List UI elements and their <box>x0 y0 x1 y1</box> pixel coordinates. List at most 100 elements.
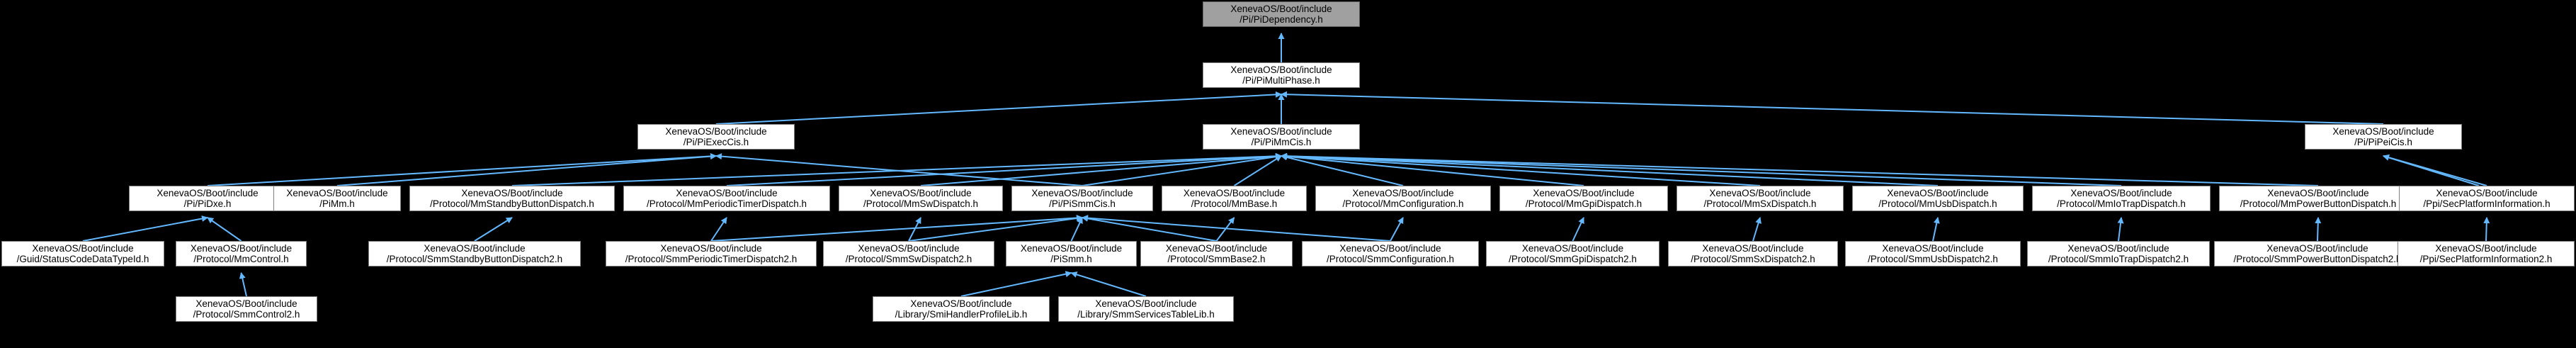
graph-node[interactable]: XenevaOS/Boot/include/Protocol/SmmUsbDis… <box>1845 241 2021 266</box>
graph-node[interactable]: XenevaOS/Boot/include/Protocol/SmmPowerB… <box>2214 241 2421 266</box>
graph-node[interactable]: XenevaOS/Boot/include/Protocol/SmmBase2.… <box>1140 241 1293 266</box>
graph-edge <box>710 215 1083 242</box>
node-label-line2: /Pi/PiDependency.h <box>1239 14 1323 25</box>
node-label-line2: /Protocol/MmIoTrapDispatch.h <box>2057 198 2186 209</box>
graph-node[interactable]: XenevaOS/Boot/include/Protocol/MmSwDispa… <box>839 186 1003 211</box>
graph-edge <box>908 215 1083 242</box>
node-label-line2: /Protocol/SmmUsbDispatch2.h <box>1868 254 1998 264</box>
graph-edge <box>1281 154 1404 186</box>
node-label-line1: XenevaOS/Boot/include <box>461 187 563 198</box>
graph-node[interactable]: XenevaOS/Boot/include/Protocol/SmmSxDisp… <box>1668 241 1838 266</box>
node-label-line1: XenevaOS/Boot/include <box>2070 187 2172 198</box>
graph-node[interactable]: XenevaOS/Boot/include/Library/SmiHandler… <box>873 296 1050 322</box>
node-label-line2: /Protocol/SmmPowerButtonDispatch2.h <box>2233 254 2402 264</box>
node-label-line2: /Protocol/SmmStandbyButtonDispatch2.h <box>386 254 563 264</box>
graph-node[interactable]: XenevaOS/Boot/include/Pi/PiMmCis.h <box>1203 124 1360 150</box>
node-label-line1: XenevaOS/Boot/include <box>1882 242 1984 254</box>
node-label-line1: XenevaOS/Boot/include <box>1352 187 1454 198</box>
graph-edge <box>1070 217 1083 242</box>
node-label-line2: /Protocol/SmmSwDispatch2.h <box>845 254 972 264</box>
node-label-line1: XenevaOS/Boot/include <box>1020 242 1123 254</box>
graph-edge <box>1281 152 2319 186</box>
node-label-line1: XenevaOS/Boot/include <box>910 298 1012 309</box>
graph-edge <box>1082 153 1282 186</box>
graph-edge <box>960 271 1072 297</box>
graph-node[interactable]: XenevaOS/Boot/include/PiSmm.h <box>1006 241 1137 266</box>
graph-edge <box>336 153 717 186</box>
node-label-line2: /Library/SmiHandlerProfileLib.h <box>895 309 1028 320</box>
graph-node[interactable]: XenevaOS/Boot/include/Protocol/MmStandby… <box>409 186 615 211</box>
graph-node[interactable]: XenevaOS/Boot/include/Protocol/MmConfigu… <box>1315 186 1491 211</box>
node-label-line2: /Protocol/MmControl.h <box>193 254 289 264</box>
graph-edge <box>207 152 717 186</box>
graph-node[interactable]: XenevaOS/Boot/include/Protocol/MmUsbDisp… <box>1852 186 2024 211</box>
node-label-line1: XenevaOS/Boot/include <box>1031 187 1133 198</box>
graph-node[interactable]: XenevaOS/Boot/include/Ppi/SecPlatformInf… <box>2399 186 2575 211</box>
graph-node[interactable]: XenevaOS/Boot/include/Pi/PiPeiCis.h <box>2305 124 2462 150</box>
node-label-line2: /PiSmm.h <box>1050 254 1092 264</box>
graph-node[interactable]: XenevaOS/Boot/include/Protocol/SmmPeriod… <box>606 241 817 266</box>
graph-edge <box>1215 217 1235 242</box>
graph-edge <box>1070 271 1147 297</box>
graph-edge <box>1281 153 1761 186</box>
graph-node[interactable]: XenevaOS/Boot/include/Protocol/SmmIoTrap… <box>2027 241 2210 266</box>
graph-edge <box>2483 217 2490 242</box>
graph-node[interactable]: XenevaOS/Boot/include/Protocol/SmmGpiDis… <box>1486 241 1659 266</box>
graph-edge <box>1390 217 1404 242</box>
graph-edge <box>1752 217 1761 242</box>
graph-node[interactable]: XenevaOS/Boot/include/Protocol/MmGpiDisp… <box>1499 186 1668 211</box>
graph-edge <box>920 153 1282 186</box>
node-label-line2: /Guid/StatusCodeDataTypeId.h <box>16 254 149 264</box>
graph-edge <box>1082 215 1217 242</box>
node-label-line1: XenevaOS/Boot/include <box>1095 298 1197 309</box>
graph-node[interactable]: XenevaOS/Boot/include/Pi/PiExecCis.h <box>637 124 795 150</box>
node-label-line2: /Protocol/SmmPeriodicTimerDispatch2.h <box>625 254 798 264</box>
graph-node[interactable]: XenevaOS/Boot/include/Protocol/MmPowerBu… <box>2219 186 2417 211</box>
graph-edge <box>1281 153 1584 186</box>
node-label-line1: XenevaOS/Boot/include <box>1183 187 1286 198</box>
node-label-line2: /Protocol/SmmBase2.h <box>1167 254 1266 264</box>
graph-node[interactable]: XenevaOS/Boot/include/Protocol/MmControl… <box>176 241 307 266</box>
graph-node[interactable]: XenevaOS/Boot/include/Protocol/MmPeriodi… <box>623 186 830 211</box>
graph-edge <box>715 153 1083 186</box>
node-label-line1: XenevaOS/Boot/include <box>1230 125 1332 137</box>
graph-node[interactable]: XenevaOS/Boot/include/Pi/PiDxe.h <box>129 186 286 211</box>
node-label-line2: /Protocol/MmSxDispatch.h <box>1703 198 1817 209</box>
node-label-line2: /Protocol/MmPowerButtonDispatch.h <box>2240 198 2397 209</box>
graph-edge <box>239 272 247 297</box>
graph-node[interactable]: XenevaOS/Boot/include/Pi/PiSmmCis.h <box>1011 186 1153 211</box>
graph-node[interactable]: XenevaOS/Boot/include/Protocol/SmmStandb… <box>368 241 581 266</box>
graph-node[interactable]: XenevaOS/Boot/include/Library/SmmService… <box>1058 296 1234 322</box>
node-label-line1: XenevaOS/Boot/include <box>1230 64 1332 75</box>
node-label-line1: XenevaOS/Boot/include <box>1533 187 1635 198</box>
graph-edge <box>474 217 513 242</box>
node-label-line1: XenevaOS/Boot/include <box>1339 242 1441 254</box>
node-label-line1: XenevaOS/Boot/include <box>665 125 767 137</box>
node-label-line2: /Protocol/SmmConfiguration.h <box>1326 254 1455 264</box>
graph-node[interactable]: XenevaOS/Boot/include/Protocol/MmIoTrapD… <box>2032 186 2211 211</box>
graph-node[interactable]: XenevaOS/Boot/include/Protocol/MmBase.h <box>1162 186 1307 211</box>
node-label-line1: XenevaOS/Boot/include <box>676 187 778 198</box>
graph-edge <box>715 91 1282 125</box>
node-label-line1: XenevaOS/Boot/include <box>157 187 259 198</box>
graph-node[interactable]: XenevaOS/Boot/include/Ppi/SecPlatformInf… <box>2398 241 2575 266</box>
node-label-line2: /Protocol/MmPeriodicTimerDispatch.h <box>646 198 807 209</box>
node-label-line2: /Library/SmmServicesTableLib.h <box>1077 309 1215 320</box>
graph-node[interactable]: XenevaOS/Boot/include/Protocol/MmSxDispa… <box>1676 186 1844 211</box>
graph-edge <box>1281 91 2384 125</box>
graph-node[interactable]: XenevaOS/Boot/include/PiMm.h <box>273 186 401 211</box>
graph-node[interactable]: XenevaOS/Boot/include/Pi/PiDependency.h <box>1203 1 1360 27</box>
graph-node[interactable]: XenevaOS/Boot/include/Guid/StatusCodeDat… <box>1 241 164 266</box>
node-label-line1: XenevaOS/Boot/include <box>286 187 388 198</box>
graph-edge <box>726 152 1282 186</box>
node-label-line1: XenevaOS/Boot/include <box>660 242 762 254</box>
node-label-line2: /Protocol/MmConfiguration.h <box>1342 198 1464 209</box>
graph-node[interactable]: XenevaOS/Boot/include/Protocol/SmmContro… <box>176 296 317 322</box>
graph-node[interactable]: XenevaOS/Boot/include/Pi/PiMultiPhase.h <box>1203 62 1360 88</box>
node-label-line2: /Protocol/SmmControl2.h <box>193 309 300 320</box>
graph-node[interactable]: XenevaOS/Boot/include/Protocol/SmmConfig… <box>1302 241 1479 266</box>
node-label-line1: XenevaOS/Boot/include <box>1521 242 1624 254</box>
graph-node[interactable]: XenevaOS/Boot/include/Protocol/SmmSwDisp… <box>823 241 994 266</box>
